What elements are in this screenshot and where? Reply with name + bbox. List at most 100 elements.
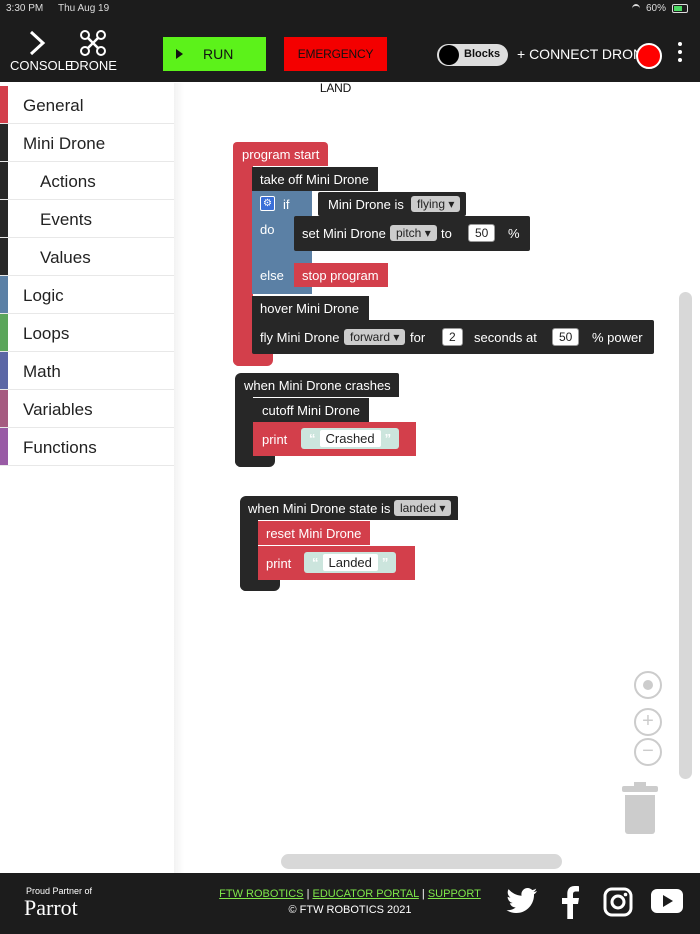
quote-close-icon: ” — [381, 555, 389, 570]
sidebar-item-math[interactable]: Math — [0, 352, 174, 390]
run-button[interactable]: RUN — [163, 37, 266, 71]
if-label: if — [283, 197, 290, 212]
sidebar-item-actions[interactable]: Actions — [0, 162, 174, 200]
recenter-icon[interactable] — [634, 671, 662, 699]
sidebar-item-logic[interactable]: Logic — [0, 276, 174, 314]
string-landed-value[interactable]: Landed — [322, 554, 378, 571]
educator-portal-link[interactable]: EDUCATOR PORTAL — [312, 888, 419, 900]
sidebar-item-loops[interactable]: Loops — [0, 314, 174, 352]
category-color-bar — [0, 390, 8, 427]
sidebar-item-label: Logic — [23, 286, 64, 305]
zoom-in-icon[interactable]: + — [634, 708, 662, 736]
direction-dropdown[interactable]: forward ▾ — [344, 329, 406, 345]
run-label: RUN — [203, 46, 234, 62]
emergency-land-button[interactable]: EMERGENCY LAND — [284, 37, 387, 95]
record-indicator[interactable] — [636, 43, 662, 69]
state-dropdown[interactable]: flying ▾ — [411, 196, 461, 212]
category-color-bar — [0, 162, 8, 199]
sidebar-item-values[interactable]: Values — [0, 238, 174, 276]
take-off-label: take off Mini Drone — [260, 172, 369, 187]
landed-dropdown[interactable]: landed ▾ — [394, 500, 452, 516]
when-crashes-block[interactable]: when Mini Drone crashes — [235, 373, 399, 397]
chevron-right-icon — [29, 30, 46, 56]
sidebar-item-label: Mini Drone — [23, 134, 106, 153]
category-color-bar — [0, 124, 8, 161]
quote-open-icon: “ — [309, 431, 316, 446]
toggle-knob — [439, 45, 459, 65]
program-start-block[interactable]: program start — [233, 142, 328, 166]
category-sidebar: General Mini Drone Actions Events Values… — [0, 83, 174, 873]
fly-block[interactable]: fly Mini Drone forward ▾ for 2 seconds a… — [252, 320, 654, 354]
set-mini-drone-block[interactable]: set Mini Drone pitch ▾ to 50 % — [294, 216, 530, 251]
sidebar-item-label: Math — [23, 362, 61, 381]
console-label: CONSOLE — [10, 58, 74, 73]
console-button[interactable]: CONSOLE — [10, 30, 74, 73]
cutoff-block[interactable]: cutoff Mini Drone — [253, 398, 369, 422]
sidebar-item-general[interactable]: General — [0, 86, 174, 124]
when-crashes-label: when Mini Drone crashes — [244, 378, 391, 393]
seconds-input[interactable]: 2 — [442, 328, 463, 346]
fly-label: fly Mini Drone — [260, 330, 340, 345]
gear-icon[interactable]: ⚙ — [260, 196, 275, 211]
footer-links: FTW ROBOTICS | EDUCATOR PORTAL | SUPPORT… — [0, 888, 700, 916]
take-off-block[interactable]: take off Mini Drone — [252, 167, 378, 191]
program-start-arm — [233, 166, 253, 366]
mini-drone-is-label: Mini Drone is — [328, 197, 404, 212]
string-crashed-value[interactable]: Crashed — [319, 430, 381, 447]
string-landed[interactable]: “Landed” — [304, 552, 397, 573]
twitter-icon[interactable] — [506, 887, 538, 915]
print-crashed-block[interactable]: print “Crashed” — [253, 422, 416, 456]
sidebar-item-label: Variables — [23, 400, 93, 419]
category-color-bar — [0, 86, 8, 123]
more-menu-icon[interactable] — [676, 42, 684, 66]
percent-label: % — [508, 226, 520, 241]
support-link[interactable]: SUPPORT — [427, 888, 481, 900]
status-time: 3:30 PM — [6, 3, 44, 14]
when-state-block[interactable]: when Mini Drone state is landed ▾ — [240, 496, 458, 520]
vertical-scrollbar[interactable] — [679, 292, 692, 779]
pitch-value-input[interactable]: 50 — [468, 224, 496, 242]
when-state-arm — [240, 520, 258, 591]
axis-dropdown[interactable]: pitch ▾ — [390, 225, 437, 241]
string-crashed[interactable]: “Crashed” — [301, 428, 400, 449]
quote-open-icon: “ — [312, 555, 319, 570]
status-date: Thu Aug 19 — [58, 3, 110, 14]
stop-program-block[interactable]: stop program — [294, 263, 388, 287]
category-color-bar — [0, 352, 8, 389]
youtube-icon[interactable] — [651, 889, 683, 913]
drone-button[interactable]: DRONE — [70, 30, 117, 73]
hover-label: hover Mini Drone — [260, 301, 359, 316]
sidebar-item-events[interactable]: Events — [0, 200, 174, 238]
reset-block[interactable]: reset Mini Drone — [258, 521, 370, 545]
sidebar-item-variables[interactable]: Variables — [0, 390, 174, 428]
hover-block[interactable]: hover Mini Drone — [252, 296, 369, 320]
print-landed-block[interactable]: print “Landed” — [258, 546, 415, 580]
when-state-foot — [240, 580, 280, 591]
zoom-out-icon[interactable]: − — [634, 738, 662, 766]
cutoff-label: cutoff Mini Drone — [262, 403, 361, 418]
sidebar-item-label: Actions — [40, 172, 96, 191]
drone-icon — [80, 30, 106, 56]
link-separator: | — [306, 888, 310, 900]
category-color-bar — [0, 200, 8, 237]
copyright: © FTW ROBOTICS 2021 — [288, 904, 412, 916]
horizontal-scrollbar[interactable] — [281, 854, 562, 869]
power-input[interactable]: 50 — [552, 328, 580, 346]
connect-drone-button[interactable]: + CONNECT DRONE — [517, 46, 653, 62]
when-crashes-arm — [235, 397, 253, 467]
blocks-toggle[interactable]: Blocks — [437, 44, 508, 66]
category-color-bar — [0, 238, 8, 275]
category-color-bar — [0, 428, 8, 465]
instagram-icon[interactable] — [603, 887, 633, 917]
sidebar-item-functions[interactable]: Functions — [0, 428, 174, 466]
mini-drone-is-block[interactable]: Mini Drone is flying ▾ — [318, 192, 466, 216]
sidebar-item-mini-drone[interactable]: Mini Drone — [0, 124, 174, 162]
for-label: for — [410, 330, 426, 345]
if-else-mid — [252, 250, 292, 262]
print-label: print — [262, 432, 288, 447]
trash-icon[interactable] — [622, 782, 658, 834]
ftw-robotics-link[interactable]: FTW ROBOTICS — [219, 888, 304, 900]
sidebar-item-label: Functions — [23, 438, 97, 457]
parrot-logo: Parrot — [24, 895, 78, 920]
facebook-icon[interactable] — [560, 885, 580, 919]
